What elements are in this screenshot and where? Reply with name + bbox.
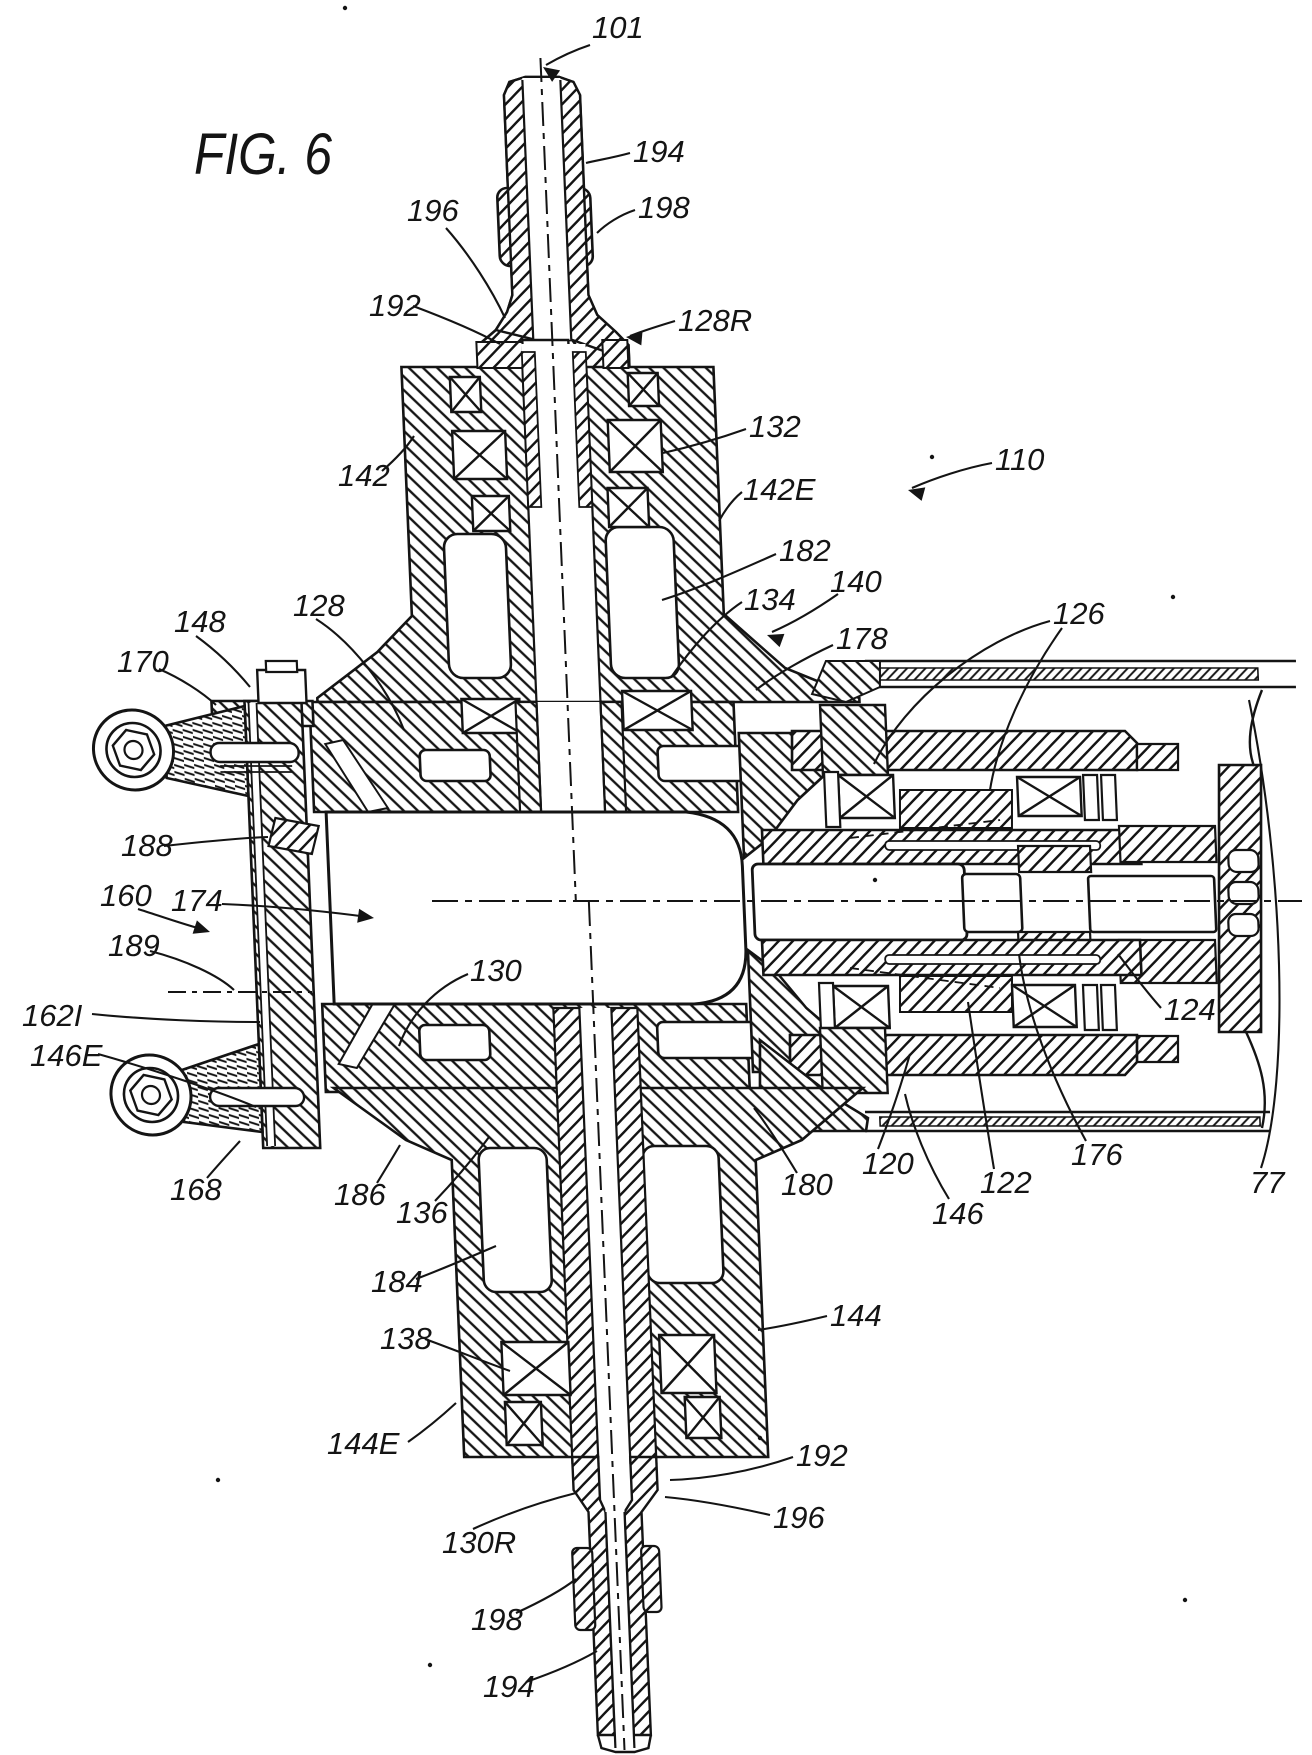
svg-text:196: 196 <box>407 193 459 228</box>
svg-text:144: 144 <box>830 1298 882 1333</box>
svg-text:138: 138 <box>380 1321 432 1356</box>
svg-text:132: 132 <box>749 409 801 444</box>
svg-text:182: 182 <box>779 533 831 568</box>
svg-text:126: 126 <box>1053 596 1105 631</box>
svg-text:124: 124 <box>1164 992 1216 1027</box>
svg-text:134: 134 <box>744 582 796 617</box>
svg-text:198: 198 <box>471 1602 523 1637</box>
svg-text:176: 176 <box>1071 1137 1123 1172</box>
svg-text:142E: 142E <box>743 472 816 507</box>
svg-text:142: 142 <box>338 458 390 493</box>
svg-text:168: 168 <box>170 1172 222 1207</box>
svg-text:160: 160 <box>100 878 152 913</box>
svg-text:184: 184 <box>371 1264 423 1299</box>
svg-text:144E: 144E <box>327 1426 400 1461</box>
svg-text:146: 146 <box>932 1196 984 1231</box>
svg-text:174: 174 <box>171 883 223 918</box>
svg-text:194: 194 <box>483 1669 535 1704</box>
svg-text:FIG. 6: FIG. 6 <box>194 122 333 187</box>
svg-text:130R: 130R <box>442 1525 516 1560</box>
svg-text:148: 148 <box>174 604 226 639</box>
svg-text:128R: 128R <box>678 303 752 338</box>
svg-text:192: 192 <box>369 288 421 323</box>
svg-text:192: 192 <box>796 1438 848 1473</box>
svg-text:198: 198 <box>638 190 690 225</box>
svg-text:178: 178 <box>836 621 888 656</box>
svg-text:162I: 162I <box>22 998 83 1033</box>
svg-text:189: 189 <box>108 928 160 963</box>
svg-text:130: 130 <box>470 953 522 988</box>
svg-text:194: 194 <box>633 134 685 169</box>
svg-text:140: 140 <box>830 564 882 599</box>
svg-text:77: 77 <box>1250 1165 1286 1200</box>
svg-text:122: 122 <box>980 1165 1032 1200</box>
svg-text:128: 128 <box>293 588 345 623</box>
svg-text:101: 101 <box>592 10 644 45</box>
svg-text:180: 180 <box>781 1167 833 1202</box>
svg-text:120: 120 <box>862 1146 914 1181</box>
svg-text:110: 110 <box>995 442 1044 477</box>
svg-text:136: 136 <box>396 1195 448 1230</box>
svg-text:170: 170 <box>117 644 169 679</box>
svg-text:196: 196 <box>773 1500 825 1535</box>
svg-text:146E: 146E <box>30 1038 103 1073</box>
